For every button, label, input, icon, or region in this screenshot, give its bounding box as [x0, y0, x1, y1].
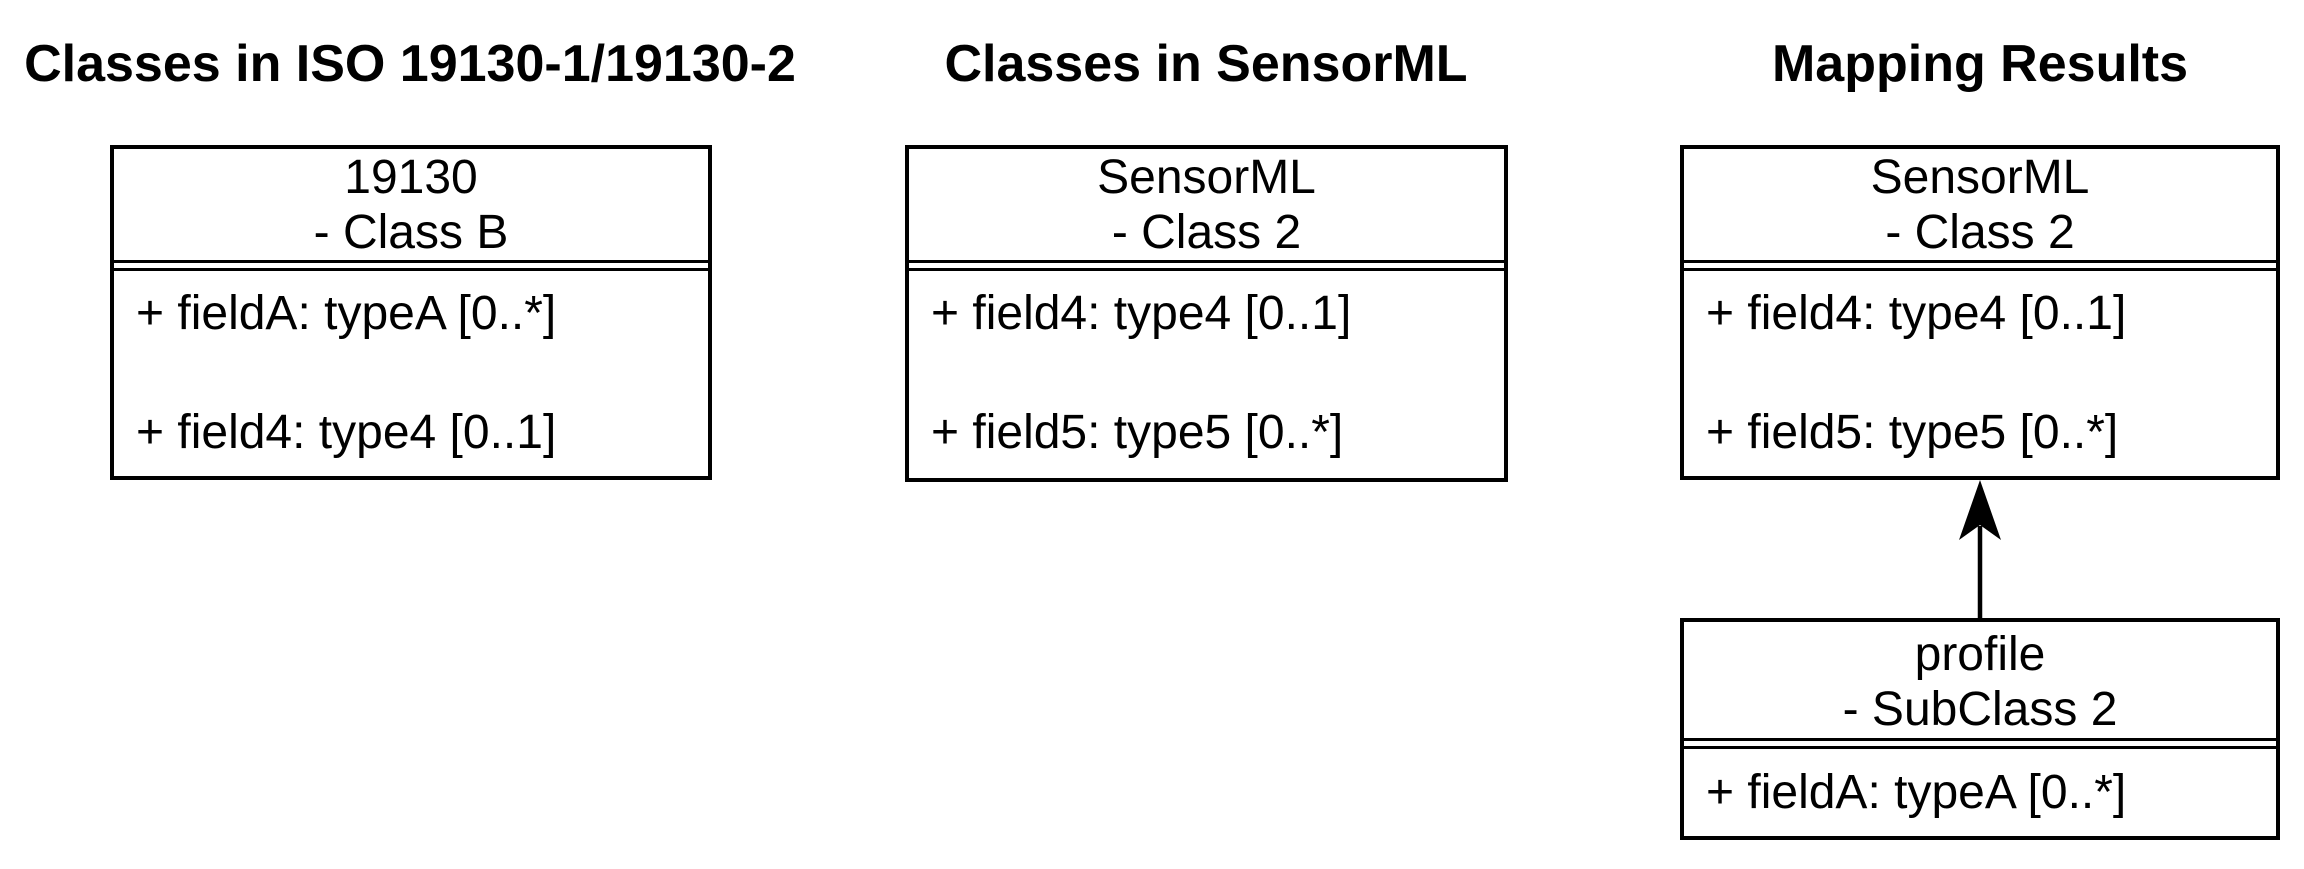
- class-name: 19130: [344, 151, 478, 204]
- class-name: SensorML: [1870, 151, 2090, 204]
- attribute: + fieldA: typeA [0..*]: [1706, 766, 2127, 819]
- class-title: 19130 - Class B: [114, 149, 708, 263]
- class-subtitle: - Class B: [313, 206, 509, 259]
- class-box-19130-class-b: 19130 - Class B + fieldA: typeA [0..*] +…: [110, 145, 712, 480]
- column-header-iso-19130: Classes in ISO 19130-1/19130-2: [24, 35, 796, 93]
- class-box-profile-subclass-2: profile - SubClass 2 + fieldA: typeA [0.…: [1680, 618, 2280, 840]
- class-subtitle: - Class 2: [1885, 206, 2075, 259]
- column-header-sensorml: Classes in SensorML: [944, 35, 1468, 93]
- attribute: + field4: type4 [0..1]: [1706, 287, 2127, 340]
- attribute: + field4: type4 [0..1]: [931, 287, 1352, 340]
- class-subtitle: - SubClass 2: [1842, 683, 2118, 736]
- attribute: + field5: type5 [0..*]: [1706, 406, 2119, 459]
- class-attributes: + fieldA: typeA [0..*] + field4: type4 […: [114, 268, 708, 476]
- class-name: SensorML: [1097, 151, 1316, 204]
- up-arrow-icon: [1959, 480, 2001, 620]
- class-attributes: + fieldA: typeA [0..*]: [1684, 746, 2276, 836]
- class-name: profile: [1914, 628, 2046, 681]
- attribute: + fieldA: typeA [0..*]: [136, 287, 557, 340]
- attribute: + field4: type4 [0..1]: [136, 406, 557, 459]
- class-attributes: + field4: type4 [0..1] + field5: type5 […: [909, 268, 1504, 478]
- class-attributes: + field4: type4 [0..1] + field5: type5 […: [1684, 268, 2276, 476]
- class-title: SensorML - Class 2: [909, 149, 1504, 263]
- class-title: profile - SubClass 2: [1684, 622, 2276, 741]
- class-subtitle: - Class 2: [1111, 206, 1302, 259]
- class-box-mapping-sensorml-class-2: SensorML - Class 2 + field4: type4 [0..1…: [1680, 145, 2280, 480]
- column-header-mapping-results: Mapping Results: [1771, 35, 2189, 93]
- class-box-sensorml-class-2: SensorML - Class 2 + field4: type4 [0..1…: [905, 145, 1508, 482]
- attribute: + field5: type5 [0..*]: [931, 406, 1344, 459]
- class-title: SensorML - Class 2: [1684, 149, 2276, 263]
